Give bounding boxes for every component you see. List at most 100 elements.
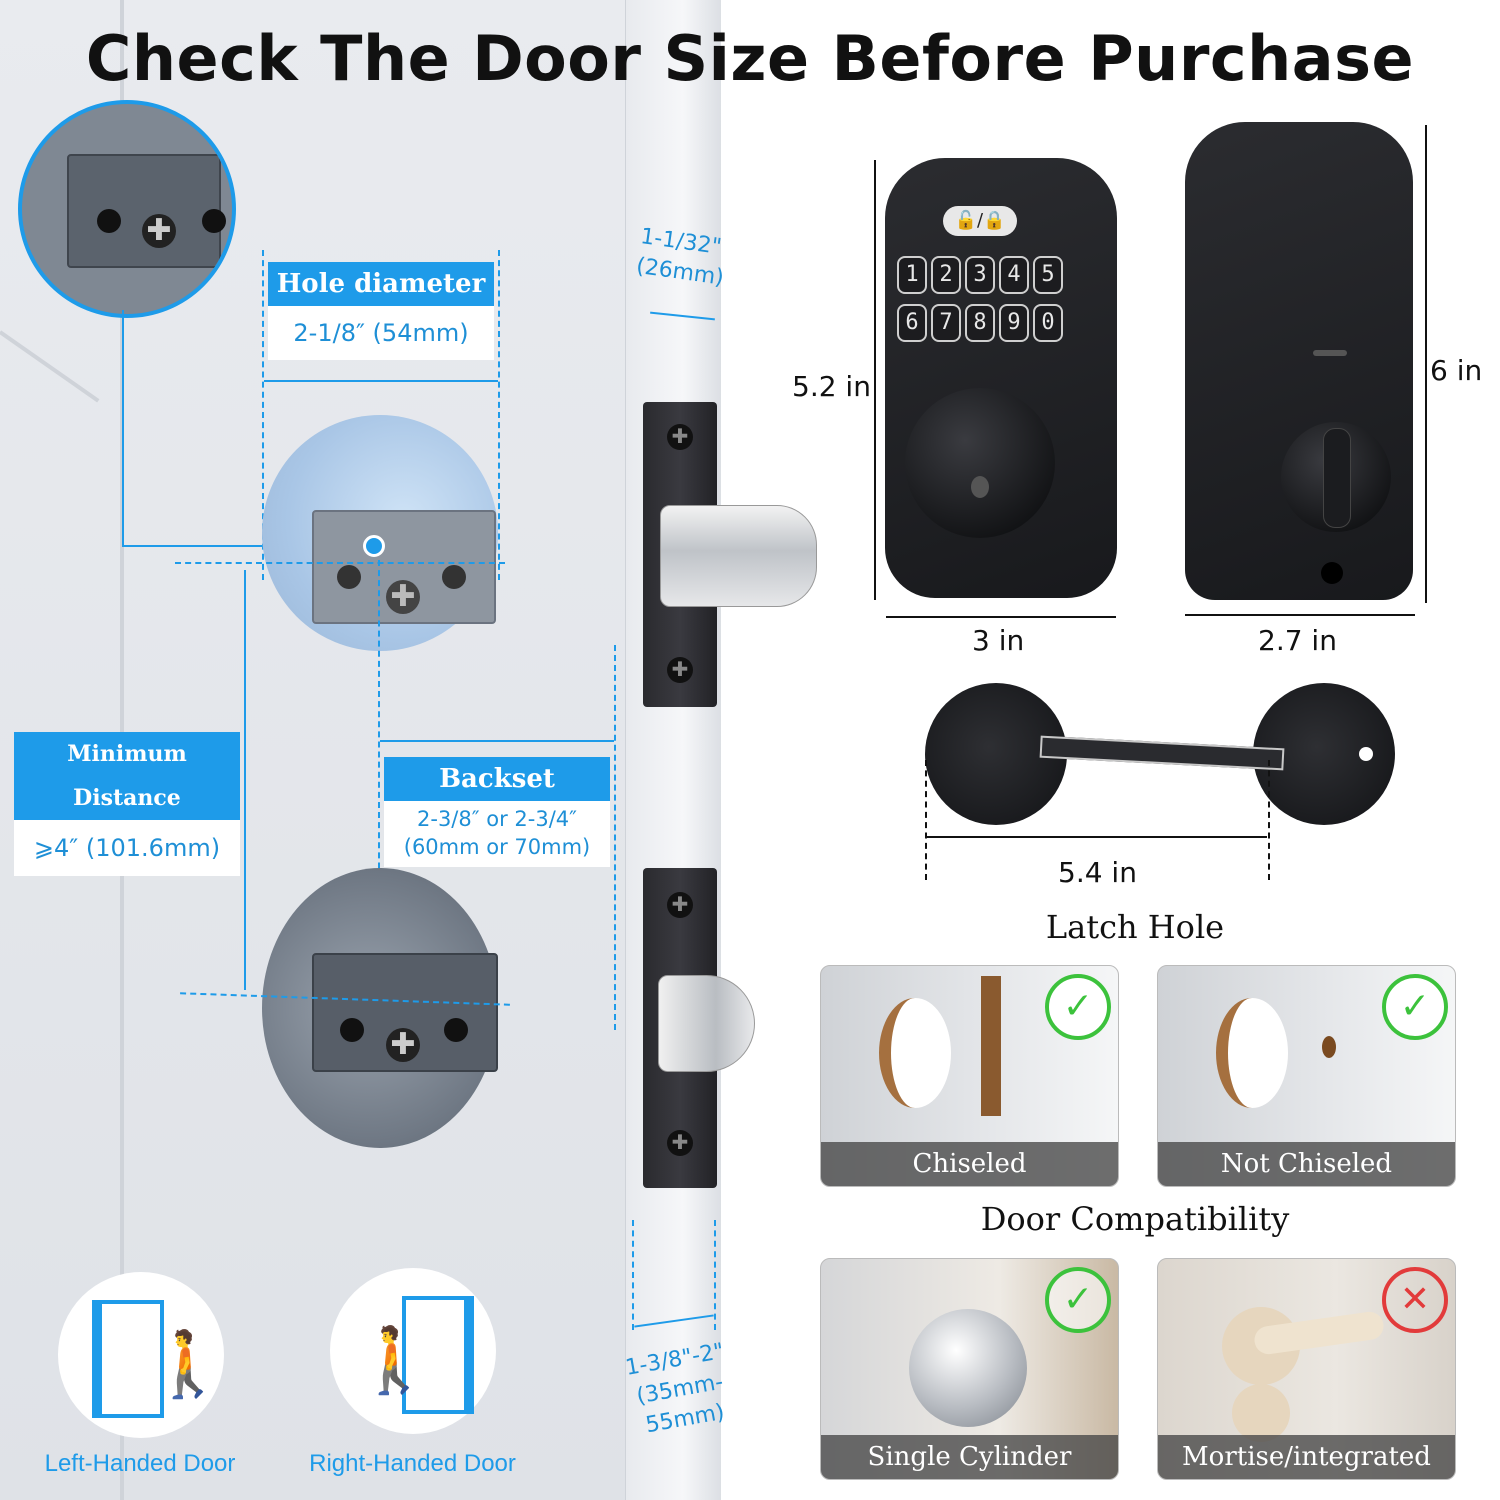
- latch-width-label: 5.4 in: [1058, 856, 1137, 889]
- dim-guide: [1268, 760, 1270, 880]
- key-0: 0: [1033, 304, 1063, 342]
- spring-latch: [658, 975, 755, 1072]
- check-icon: ✓: [1382, 974, 1448, 1040]
- latch-bracket: [67, 154, 221, 268]
- keypad-lock-front: 🔓/🔒 1 2 3 4 5 6 7 8 9 0: [885, 158, 1117, 598]
- battery-hole: [1321, 562, 1343, 584]
- center-dot: [363, 535, 385, 557]
- hole-diameter-value: 2-1/8″ (54mm): [268, 306, 494, 360]
- front-width-label: 3 in: [972, 624, 1025, 657]
- hole-diameter-callout: Hole diameter 2-1/8″ (54mm): [268, 262, 494, 360]
- back-width-arrow: [1185, 614, 1415, 616]
- key-1: 1: [897, 256, 927, 294]
- key-4: 4: [999, 256, 1029, 294]
- plate-screw-icon: ✚: [667, 657, 693, 683]
- screw-hole: [442, 565, 466, 589]
- screw-hole: [340, 1018, 364, 1042]
- key-6: 6: [897, 304, 927, 342]
- back-height-label: 6 in: [1430, 354, 1483, 387]
- back-height-arrow: [1425, 125, 1427, 603]
- callout-line: [122, 310, 124, 545]
- latch-detail-zoom: ✚: [18, 100, 236, 318]
- bore-hole-upper: ✚: [262, 415, 498, 651]
- backset-value-line2: (60mm or 70mm): [403, 835, 591, 859]
- latch-hole-caption-chiseled: Chiseled: [821, 1142, 1118, 1186]
- front-height-label: 5.2 in: [792, 370, 871, 403]
- backset-label: Backset: [384, 757, 610, 801]
- screw-hole: [444, 1018, 468, 1042]
- single-cylinder-tile: ✓ Single Cylinder: [820, 1258, 1119, 1480]
- left-handed-door-icon: 🚶: [58, 1272, 228, 1438]
- latch-width-arrow: [927, 836, 1267, 838]
- latch-hole-title: Latch Hole: [1045, 908, 1225, 946]
- right-handed-door-label: Right-Handed Door: [309, 1450, 516, 1477]
- right-handed-door-icon: 🚶: [330, 1268, 496, 1434]
- screw-hole: [337, 565, 361, 589]
- min-distance-label: Minimum Distance: [14, 732, 240, 820]
- edge-thickness-label: 1-1/32" (26mm): [634, 222, 731, 294]
- screw-hole: [202, 209, 226, 233]
- key-2: 2: [931, 256, 961, 294]
- indicator-light: [1313, 350, 1347, 356]
- door-frame-shape: [92, 1300, 164, 1418]
- dim-guide: [714, 1220, 716, 1330]
- thumb-turn-lever: [1323, 428, 1351, 528]
- lock-unlock-icon: 🔓/🔒: [943, 206, 1017, 236]
- keyhole-icon: [971, 476, 989, 498]
- dim-guide: [378, 560, 380, 1060]
- cross-screw-icon: ✚: [386, 580, 420, 614]
- latch-hole-chiseled-tile: ✓ Chiseled: [820, 965, 1119, 1187]
- plate-screw-icon: ✚: [667, 1130, 693, 1156]
- rosette-hole: [1359, 747, 1373, 761]
- cross-icon: ✕: [1382, 1267, 1448, 1333]
- min-distance-value: ⩾4″ (101.6mm): [14, 820, 240, 876]
- latch-bar: [1039, 735, 1285, 771]
- left-handed-door-label: Left-Handed Door: [44, 1450, 236, 1477]
- callout-line: [122, 545, 372, 547]
- deadbolt-knob: [905, 388, 1055, 538]
- deadbolt: [660, 505, 817, 607]
- hole-diameter-arrow: [264, 380, 498, 382]
- door-compat-caption-mortise: Mortise/integrated: [1158, 1435, 1455, 1479]
- key-5: 5: [1033, 256, 1063, 294]
- back-width-label: 2.7 in: [1258, 624, 1337, 657]
- dim-guide: [262, 250, 264, 580]
- latch-hole-not-chiseled-tile: ✓ Not Chiseled: [1157, 965, 1456, 1187]
- dim-guide: [925, 760, 927, 880]
- thumb-turn: [1281, 422, 1391, 532]
- chiseled-mortise: [981, 976, 1001, 1116]
- min-distance-arrow: [244, 570, 246, 990]
- backset-arrow: [380, 740, 614, 742]
- cross-screw-icon: ✚: [386, 1028, 420, 1062]
- front-height-arrow: [874, 160, 876, 600]
- check-icon: ✓: [1045, 974, 1111, 1040]
- cylinder-rosette: [1232, 1384, 1290, 1442]
- page-title: Check The Door Size Before Purchase: [85, 22, 1415, 95]
- door-edge: [625, 0, 721, 1500]
- center-line-upper: [175, 562, 505, 564]
- bore-cutout: [879, 998, 951, 1108]
- backset-value-line1: 2-3/8″ or 2-3/4″: [417, 807, 577, 831]
- cross-screw-icon: ✚: [142, 214, 176, 248]
- dim-guide: [614, 645, 616, 1030]
- screw-hole: [97, 209, 121, 233]
- backset-callout: Backset 2-3/8″ or 2-3/4″ (60mm or 70mm): [384, 757, 610, 867]
- check-icon: ✓: [1045, 1267, 1111, 1333]
- dim-guide: [632, 1220, 634, 1330]
- bore-cutout: [1216, 998, 1288, 1108]
- person-walking-icon: 🚶: [354, 1324, 434, 1398]
- mortise-tile: ✕ Mortise/integrated: [1157, 1258, 1456, 1480]
- key-3: 3: [965, 256, 995, 294]
- key-8: 8: [965, 304, 995, 342]
- drilled-hole: [1322, 1036, 1336, 1058]
- hole-diameter-label: Hole diameter: [268, 262, 494, 306]
- min-distance-callout: Minimum Distance ⩾4″ (101.6mm): [14, 732, 240, 876]
- lock-back-panel: [1185, 122, 1413, 600]
- person-walking-icon: 🚶: [148, 1328, 228, 1402]
- backset-value: 2-3/8″ or 2-3/4″ (60mm or 70mm): [384, 801, 610, 867]
- door-compat-title: Door Compatibility: [980, 1200, 1290, 1238]
- latch-hole-caption-not-chiseled: Not Chiseled: [1158, 1142, 1455, 1186]
- latch-bracket: [312, 953, 498, 1072]
- door-compat-caption-single: Single Cylinder: [821, 1435, 1118, 1479]
- key-9: 9: [999, 304, 1029, 342]
